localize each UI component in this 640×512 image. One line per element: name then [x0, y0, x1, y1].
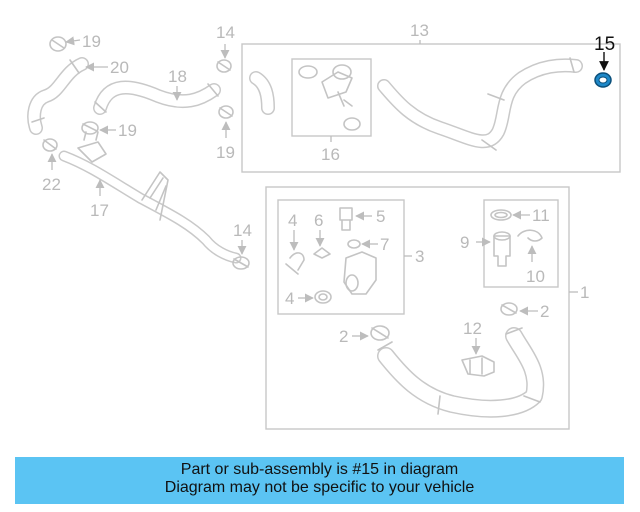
callout-19: 19 [118, 121, 137, 140]
callout-14-bottom: 14 [233, 221, 252, 240]
callout-6: 5 [376, 207, 385, 226]
hose-20 [27, 57, 89, 135]
thermostat-16 [298, 64, 361, 131]
callout-3: 3 [415, 247, 424, 266]
hose-1 [377, 327, 545, 418]
oring-5 [314, 290, 332, 304]
callout-2-right: 2 [540, 302, 549, 321]
callout-17: 17 [90, 201, 109, 220]
callout-15[interactable]: 15 [594, 34, 615, 55]
box-3 [277, 199, 405, 315]
clamp-2a [500, 302, 518, 316]
clamp-15[interactable] [594, 72, 612, 88]
callout-20: 20 [110, 58, 129, 77]
callout-8: 7 [380, 235, 389, 254]
box-13 [241, 43, 621, 173]
housing-3 [343, 251, 377, 295]
hose-18 [93, 80, 221, 115]
hose-13b [377, 57, 583, 151]
callout-4: 4 [288, 211, 297, 230]
callout-10: 10 [526, 267, 545, 286]
callout-16: 16 [321, 145, 340, 164]
callout-7: 6 [314, 211, 323, 230]
callout-22: 22 [42, 175, 61, 194]
bracket-12 [461, 355, 495, 377]
callout-14-top: 14 [216, 23, 235, 42]
banner-line-1: Part or sub-assembly is #15 in diagram [180, 461, 459, 478]
sensor-6 [339, 207, 353, 231]
pipe-17 [58, 131, 242, 264]
clip-10 [517, 229, 543, 242]
banner-line-2: Diagram may not be specific to your vehi… [164, 479, 475, 496]
fitting-9 [493, 231, 511, 267]
clamp-2b [370, 325, 390, 341]
box-1 [265, 186, 570, 430]
clamp-14a [216, 59, 232, 73]
hose-bracket-4 [285, 252, 305, 275]
callout-2-left: 2 [339, 327, 348, 346]
clamp-21 [49, 36, 67, 52]
seal-8 [347, 239, 361, 249]
callout-11: 11 [532, 206, 550, 225]
clamp-19a [81, 121, 99, 135]
clip-7 [313, 247, 331, 259]
callout-9: 9 [460, 233, 469, 252]
clamp-19b [218, 105, 234, 119]
info-banner: Part or sub-assembly is #15 in diagram D… [15, 457, 624, 504]
clamp-14b [232, 256, 250, 270]
callout-21: 19 [82, 32, 101, 51]
callout-5: 4 [285, 289, 294, 308]
hose-13a [249, 71, 275, 115]
callout-18: 18 [168, 67, 187, 86]
clamp-22 [42, 138, 58, 152]
callout-13: 13 [410, 21, 429, 40]
oring-11 [490, 209, 512, 221]
callout-12: 12 [463, 319, 482, 338]
callout-1: 1 [580, 283, 589, 302]
callout-19-right: 19 [216, 143, 235, 162]
